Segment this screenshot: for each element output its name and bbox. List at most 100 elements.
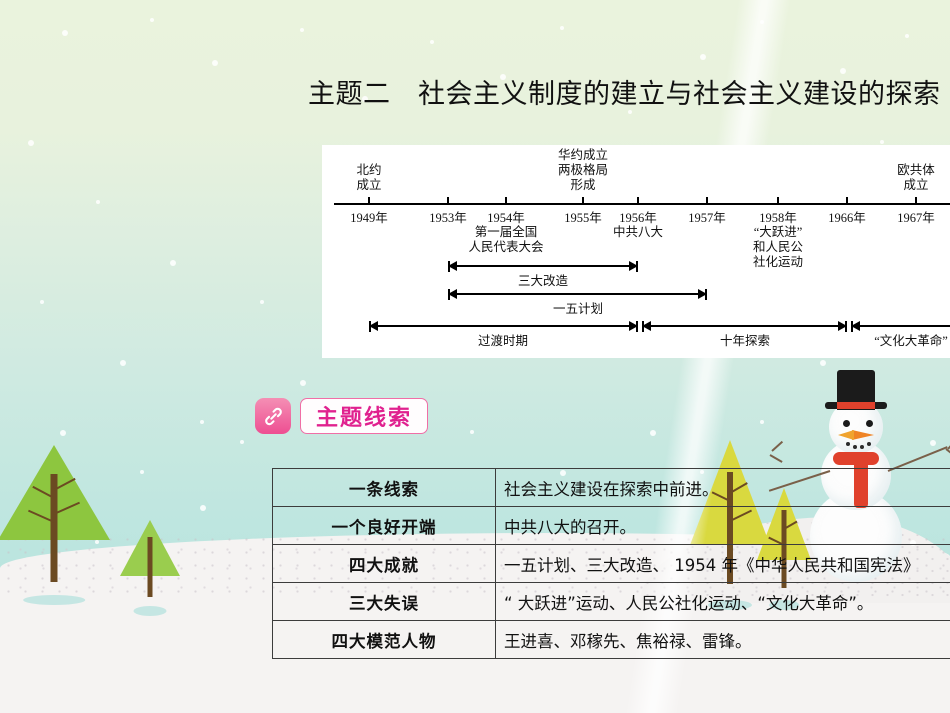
timeline-axis <box>334 203 950 205</box>
snowflake <box>430 40 434 44</box>
snowflake <box>95 540 99 544</box>
table-row: 一条线索社会主义建设在探索中前进。 <box>272 468 950 507</box>
snowflake <box>120 360 126 366</box>
timeline-span-bar <box>851 320 950 332</box>
snowflake <box>60 430 66 436</box>
snowflake <box>212 60 218 66</box>
snowflake <box>880 140 884 144</box>
section-header: 主题线索 <box>255 398 429 434</box>
timeline-year-label: 1954年 <box>487 211 525 225</box>
snowflake <box>840 68 846 74</box>
timeline-tick <box>582 197 584 205</box>
snowflake <box>170 260 176 266</box>
timeline-tick <box>368 197 370 205</box>
snowflake <box>140 470 144 474</box>
timeline-year-label: 1955年 <box>564 211 602 225</box>
timeline-span-arrow-left <box>851 321 860 331</box>
snowman-mouth-dot <box>867 442 871 446</box>
timeline-span-bar <box>369 320 638 332</box>
tree-left-large <box>0 445 110 605</box>
timeline-event-label: “大跃进”和人民公社化运动 <box>752 225 804 269</box>
timeline-year-label: 1967年 <box>897 211 935 225</box>
timeline-span-label: 十年探索 <box>719 334 771 348</box>
table-cell-value: 中共八大的召开。 <box>495 506 950 545</box>
snowflake <box>820 360 826 366</box>
table-cell-key: 一个良好开端 <box>272 506 496 545</box>
snowman-carrot-nose-left <box>838 430 854 440</box>
timeline-event-label: 华约成立两极格局形成 <box>557 148 609 192</box>
table-cell-value: “ 大跃进”运动、人民公社化运动、“文化大革命”。 <box>495 582 950 621</box>
snowflake <box>930 440 936 446</box>
table-cell-key: 四大模范人物 <box>272 620 496 659</box>
timeline-span-label: 三大改造 <box>517 274 569 288</box>
tree-mid-small <box>120 520 180 616</box>
snowflake <box>62 30 68 36</box>
snowflake <box>96 200 100 204</box>
snowflake <box>560 26 564 30</box>
tree-trunk <box>147 536 153 597</box>
snowman-scarf <box>833 452 879 465</box>
timeline-year-label: 1958年 <box>759 211 797 225</box>
table-row: 一个良好开端中共八大的召开。 <box>272 506 950 545</box>
timeline-span-bar <box>642 320 847 332</box>
snowman-hat-band <box>837 402 875 409</box>
timeline-span-bar <box>448 260 638 272</box>
timeline-year-label: 1966年 <box>828 211 866 225</box>
snowman-eye-left <box>843 420 850 427</box>
snowflake <box>650 430 656 436</box>
tree-snow-base <box>23 595 85 605</box>
timeline-tick <box>447 197 449 205</box>
snowman-arm-right-twig <box>945 448 950 459</box>
table-cell-key: 一条线索 <box>272 468 496 507</box>
timeline-event-label: 中共八大 <box>612 225 664 239</box>
snowman-mouth-dot <box>860 445 864 449</box>
timeline-span-label: 过渡时期 <box>477 334 529 348</box>
timeline-span-label: “文化大革命” <box>874 334 948 348</box>
page-title: 主题二 社会主义制度的建立与社会主义建设的探索 <box>308 79 941 110</box>
snowflake <box>260 300 264 304</box>
timeline-span-bar <box>448 288 707 300</box>
clue-table: 一条线索社会主义建设在探索中前进。一个良好开端中共八大的召开。四大成就一五计划、… <box>272 468 950 659</box>
timeline-year-label: 1956年 <box>619 211 657 225</box>
tree-trunk <box>50 473 58 582</box>
table-cell-key: 三大失误 <box>272 582 496 621</box>
section-title-text: 主题线索 <box>316 406 413 431</box>
timeline-year-label: 1953年 <box>429 211 467 225</box>
snowflake <box>200 505 206 511</box>
timeline-span-arrow-left <box>448 289 457 299</box>
timeline-tick <box>637 197 639 205</box>
timeline-span-arrow-left <box>369 321 378 331</box>
timeline-span-arrow-right <box>698 289 707 299</box>
snowman-eye-right <box>866 420 873 427</box>
snowflake <box>300 28 304 32</box>
snowflake <box>700 54 706 60</box>
timeline-year-label: 1949年 <box>350 211 388 225</box>
snowflake <box>40 300 44 304</box>
snowflake <box>628 110 632 114</box>
timeline-tick <box>777 197 779 205</box>
table-cell-key: 四大成就 <box>272 544 496 583</box>
snowflake <box>300 380 306 386</box>
snowflake <box>760 420 764 424</box>
snowflake <box>362 96 368 102</box>
timeline-span-arrow-right <box>629 321 638 331</box>
snowflake <box>905 34 909 38</box>
snowflake <box>28 140 34 146</box>
snowman-mouth-dot <box>846 442 850 446</box>
snowflake <box>470 430 474 434</box>
timeline-span-arrow-left <box>448 261 457 271</box>
timeline-span-arrow-left <box>642 321 651 331</box>
table-cell-value: 一五计划、三大改造、 1954 年《中华人民共和国宪法》 <box>495 544 950 583</box>
timeline-span-arrow-right <box>629 261 638 271</box>
table-cell-value: 王进喜、邓稼先、焦裕禄、雷锋。 <box>495 620 950 659</box>
section-title-pill: 主题线索 <box>300 398 429 434</box>
snowflake <box>240 440 244 444</box>
timeline-tick <box>915 197 917 205</box>
snowflake <box>500 74 506 80</box>
timeline-tick <box>505 197 507 205</box>
table-row: 四大成就一五计划、三大改造、 1954 年《中华人民共和国宪法》 <box>272 544 950 583</box>
snowflake <box>150 18 154 22</box>
timeline-tick <box>846 197 848 205</box>
tree-snow-base <box>133 606 167 616</box>
